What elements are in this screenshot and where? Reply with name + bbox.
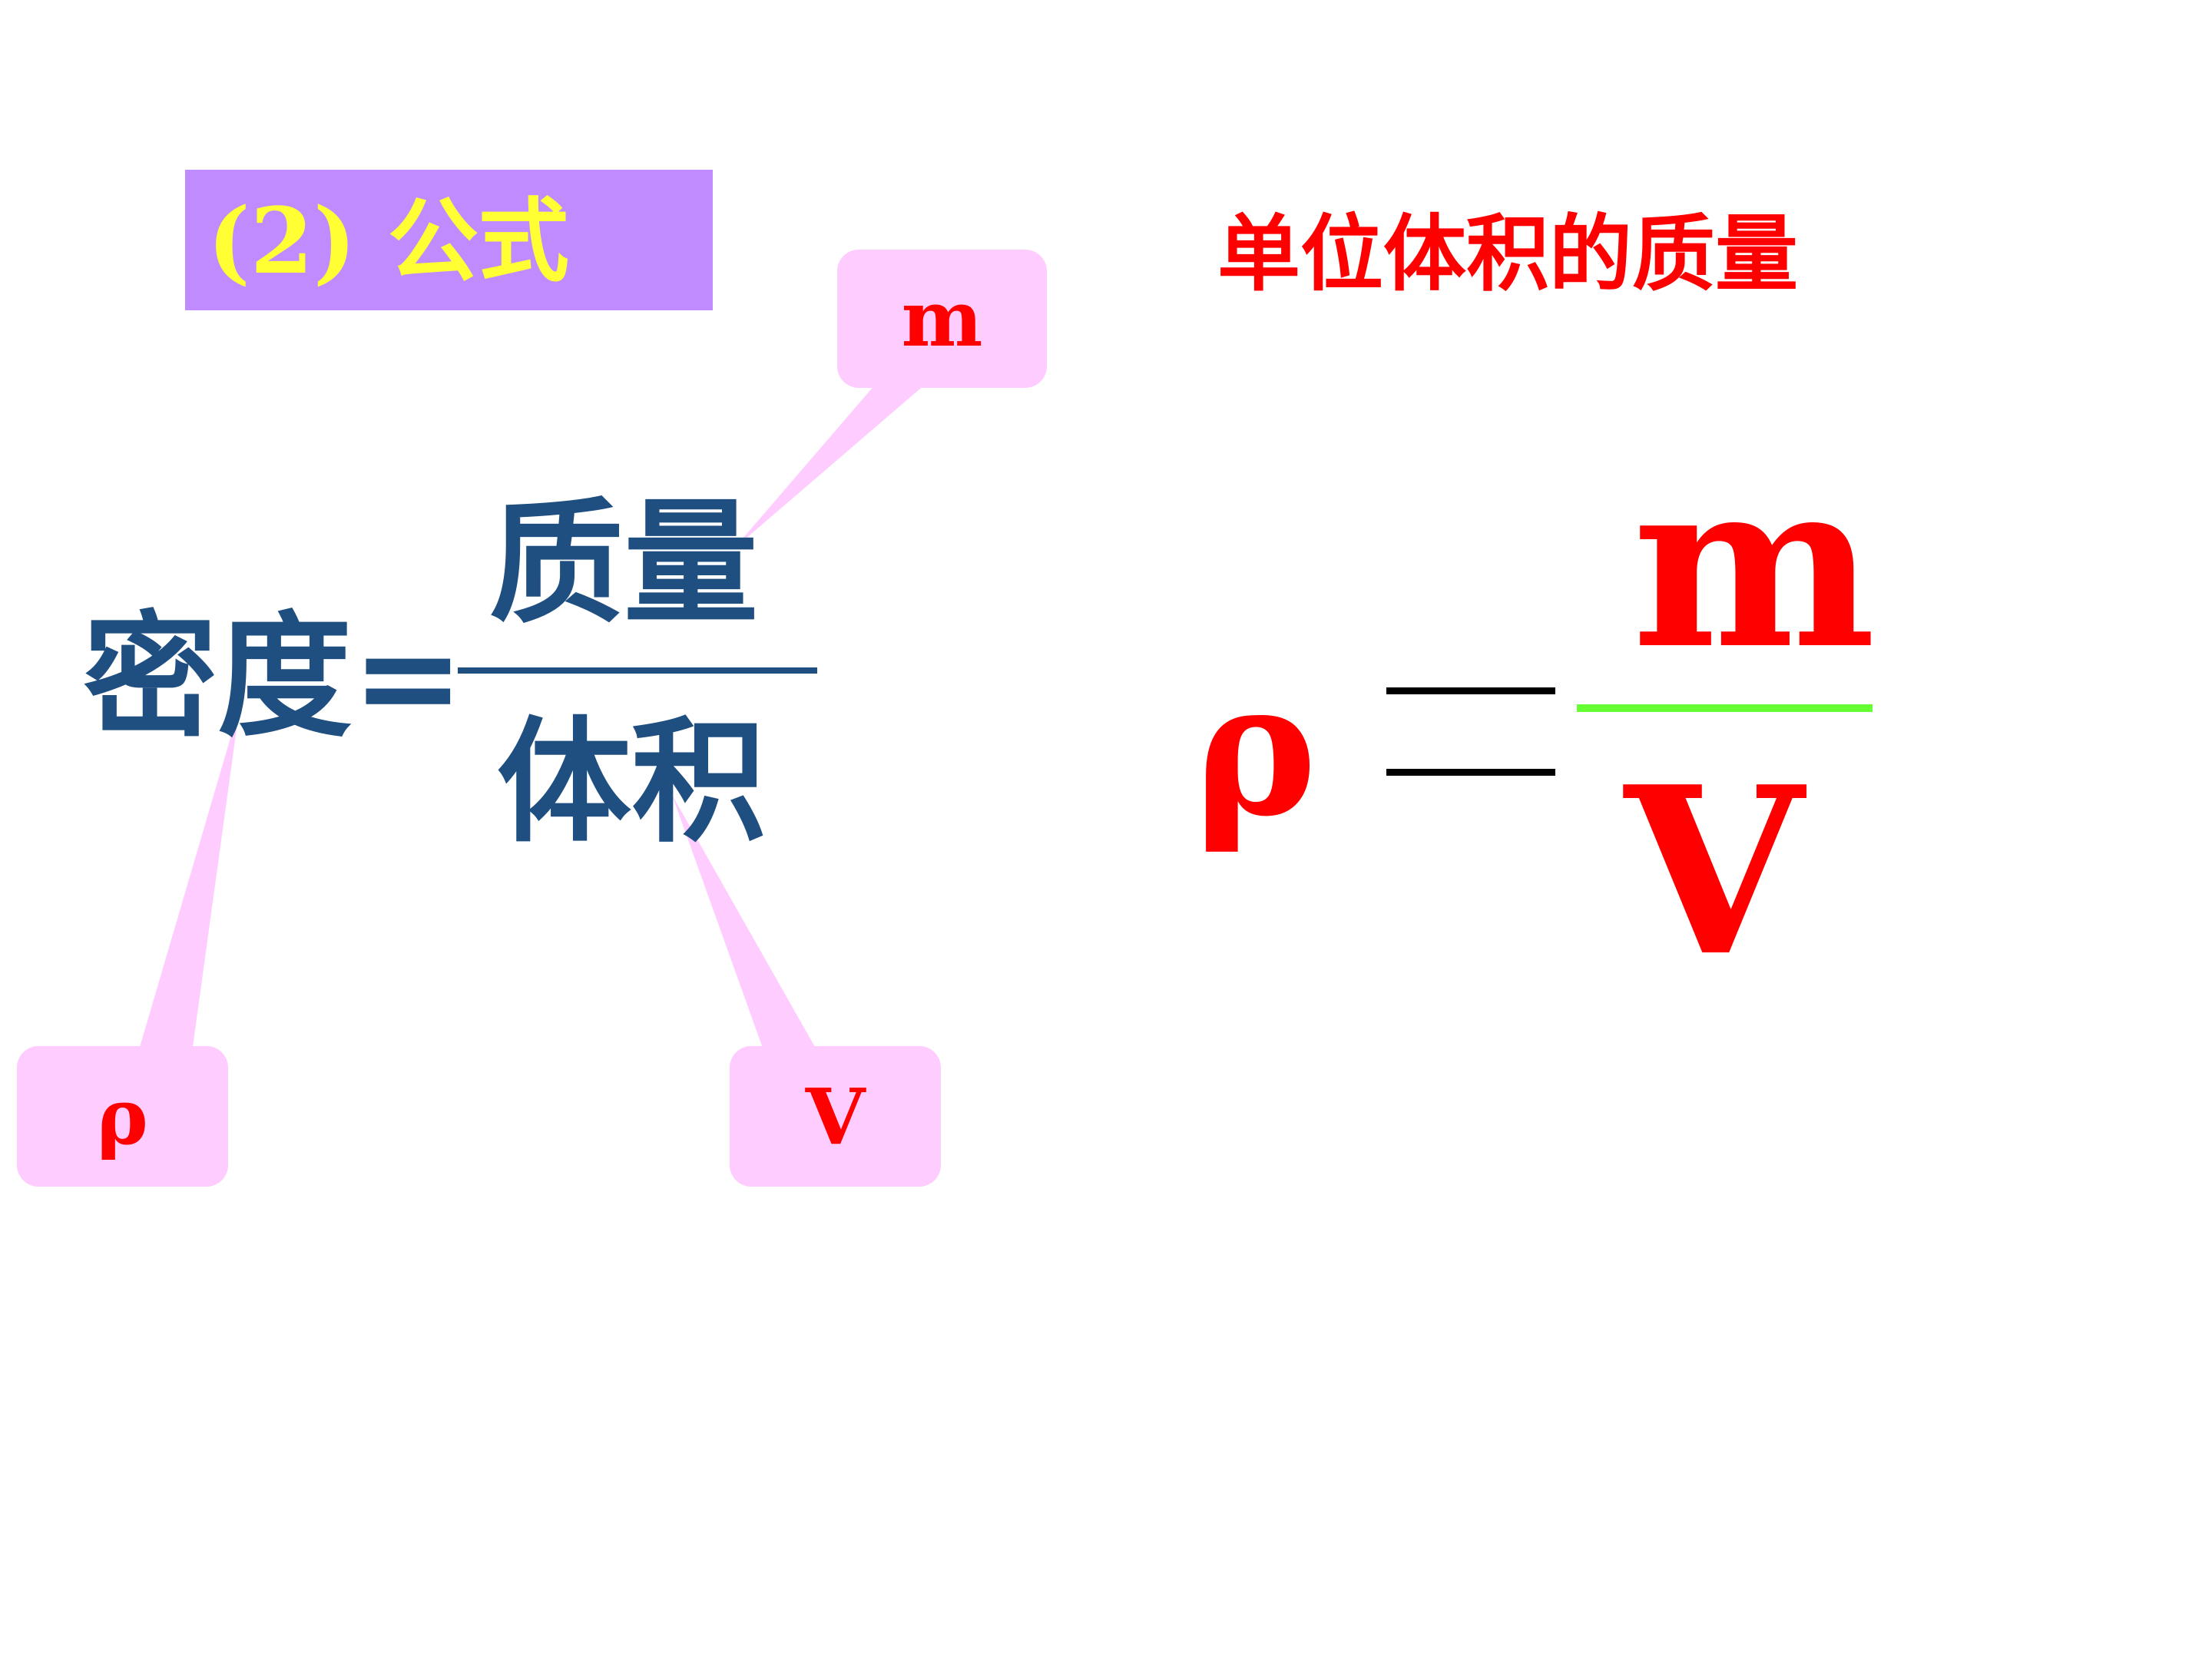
callout-volume: V <box>730 1046 941 1187</box>
symbol-formula-denominator: V <box>1624 736 1803 1007</box>
pointer-rho <box>138 707 240 1052</box>
pointer-m <box>733 384 926 549</box>
callout-mass-label: m <box>901 273 983 364</box>
symbol-fraction-bar <box>1577 704 1873 712</box>
word-formula-denominator: 体积 <box>497 705 766 861</box>
equals-sign-bottom <box>1386 769 1555 776</box>
callout-density: ρ <box>17 1046 228 1187</box>
heading-box <box>185 170 713 310</box>
equals-sign-top <box>1386 687 1555 694</box>
callout-mass: m <box>837 250 1047 388</box>
callout-volume-label: V <box>805 1071 866 1162</box>
callout-density-label: ρ <box>97 1071 148 1162</box>
pointer-v <box>672 795 818 1052</box>
definition-text: 单位体积的质量 <box>1217 207 1799 303</box>
word-formula-lhs: 密度= <box>83 600 465 756</box>
word-fraction-bar <box>458 667 817 674</box>
symbol-formula-numerator: m <box>1632 429 1876 700</box>
heading-title: (2) 公式 <box>207 187 569 294</box>
word-formula-numerator: 质量 <box>489 486 758 642</box>
symbol-formula-lhs: ρ <box>1194 641 1317 857</box>
